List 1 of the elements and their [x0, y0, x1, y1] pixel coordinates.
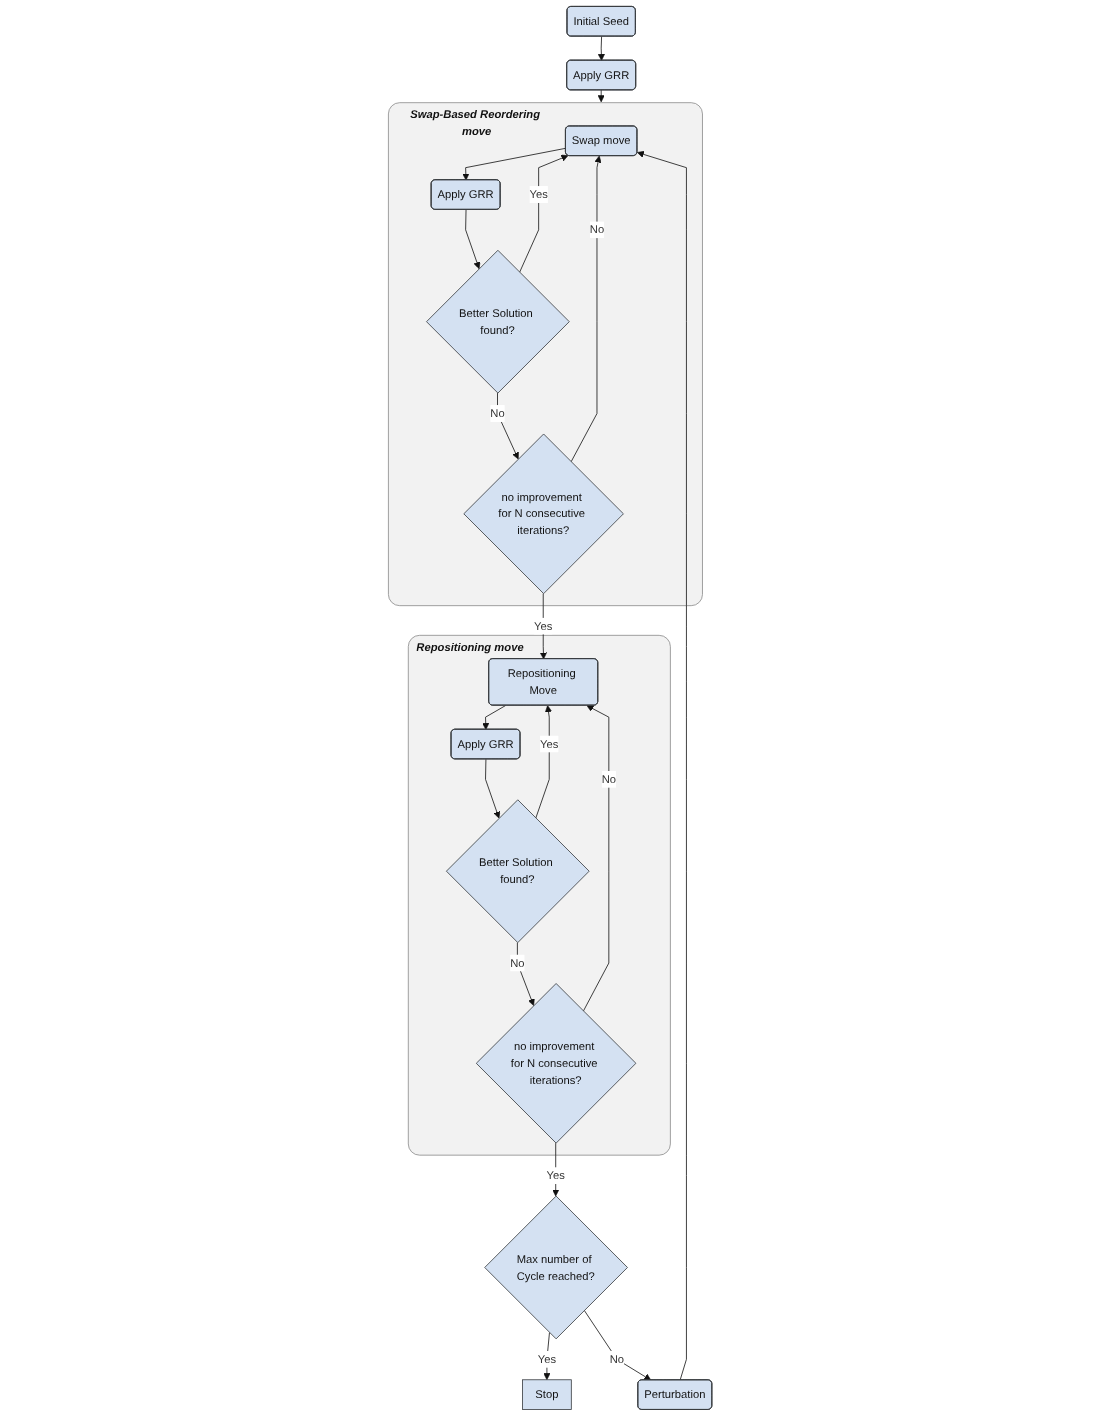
arrow	[597, 89, 605, 103]
